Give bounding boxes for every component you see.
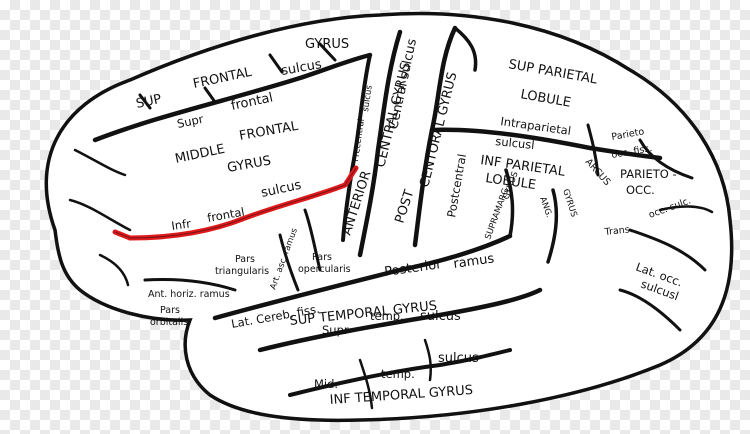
label-mid: Mid. (314, 377, 338, 391)
central-sulcus (357, 29, 403, 258)
label-pars-opercularis-1: Pars (312, 252, 332, 263)
label-pars-opercularis-2: opercularis (298, 264, 351, 275)
label-pars-orbitalis-2: orbitalis (150, 317, 188, 328)
label-sulcusl: sulcusl (495, 134, 536, 152)
label-supr: Supr (176, 112, 205, 131)
label-lobule-2: LOBULE (484, 171, 536, 193)
label-sup: SUP (135, 92, 163, 112)
label-temp-2: temp. (381, 367, 415, 381)
label-frontal-inf: frontal (206, 205, 245, 225)
label-sulcus-t1: sulcus (420, 309, 461, 324)
intraparietal-sulcus (429, 127, 663, 161)
label-sulcus-top: sulcus (280, 57, 323, 79)
label-ramus: ramus (452, 251, 495, 272)
label-sulcus-t2: sulcus (438, 351, 479, 366)
superior-frontal-sulcus (92, 52, 373, 143)
label-pars-orbitalis-1: Pars (160, 305, 180, 316)
label-trans: Trans. (603, 224, 633, 238)
label-pars-triangularis-1: Pars (235, 254, 255, 265)
inferior-frontal-sulcus-outline (114, 167, 357, 239)
label-sulcus-pre: sulcus (361, 84, 375, 112)
label-ant-horiz-ramus: Ant. horiz. ramus (148, 289, 230, 300)
superior-temporal-sulcus (257, 287, 543, 353)
label-temp-1: temp. (370, 309, 404, 323)
label-pars-triangularis-2: triangularis (215, 266, 269, 277)
lat-cerebral-fissure (212, 233, 513, 321)
label-occ: OCC. (626, 183, 655, 197)
label-infr: Infr (170, 216, 191, 233)
label-supr-2: Supr (322, 323, 349, 337)
label-sup-frontal-gyrus: GYRUS (305, 37, 349, 52)
label-parieto-occ: PARIETO - (620, 167, 677, 181)
